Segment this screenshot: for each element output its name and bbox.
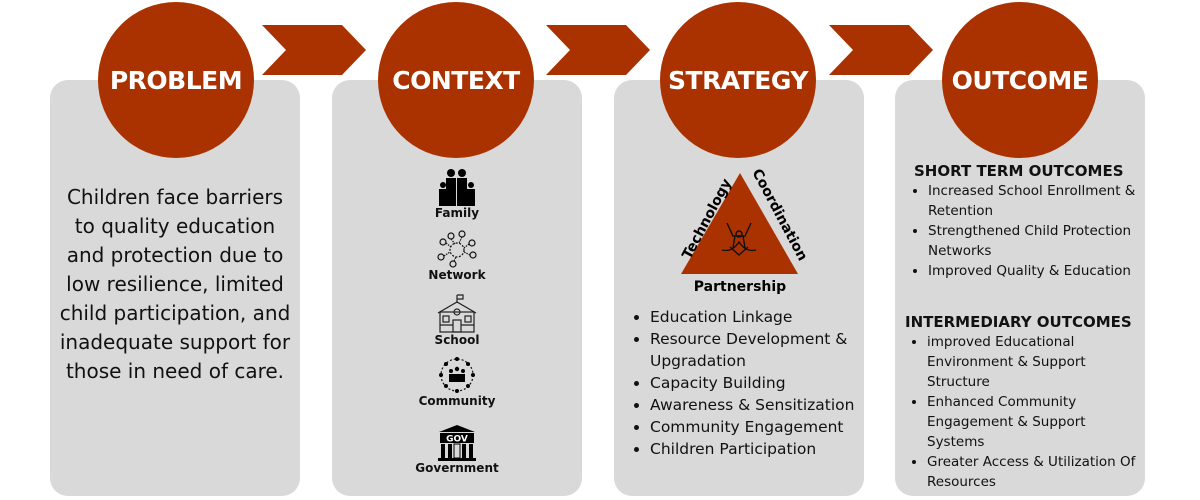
list-item: Strengthened Child Protection Networks	[928, 221, 1154, 261]
stage-outcome: OUTCOME	[942, 2, 1098, 158]
short-term-title: SHORT TERM OUTCOMES	[914, 162, 1124, 180]
list-item: Enhanced Community Engagement & Support …	[927, 392, 1145, 452]
chevron-arrow-icon	[262, 25, 366, 75]
list-item: Increased School Enrollment & Retention	[928, 181, 1154, 221]
list-item: Education Linkage	[650, 306, 880, 328]
chevron-arrow-icon	[829, 25, 933, 75]
list-item: Greater Access & Utilization Of Resource…	[927, 452, 1145, 492]
list-item: Awareness & Sensitization	[650, 394, 880, 416]
community-icon	[439, 357, 475, 393]
context-network: Network	[407, 230, 507, 282]
context-label: Network	[428, 268, 486, 282]
list-item: Community Engagement	[650, 416, 880, 438]
list-item: improved Educational Environment & Suppo…	[927, 332, 1145, 392]
list-item: Capacity Building	[650, 372, 880, 394]
list-item: Resource Development & Upgradation	[650, 328, 880, 372]
intermediary-outcomes: INTERMEDIARY OUTCOMES improved Education…	[905, 312, 1145, 492]
strategy-triangle: Technology Coordination Partnership	[679, 166, 810, 295]
growth-person-icon	[721, 222, 757, 256]
context-label: Community	[418, 394, 496, 408]
stage-strategy: STRATEGY	[660, 2, 816, 158]
short-term-outcomes: SHORT TERM OUTCOMES Increased School Enr…	[914, 161, 1154, 281]
strategy-list: Education Linkage Resource Development &…	[634, 306, 880, 460]
network-icon	[437, 230, 477, 268]
context-label: Family	[434, 206, 480, 220]
chevron-arrow-icon	[546, 25, 650, 75]
stage-problem: PROBLEM	[98, 2, 254, 158]
context-family: Family	[407, 168, 507, 220]
intermediary-title: INTERMEDIARY OUTCOMES	[905, 313, 1132, 331]
stage-context: CONTEXT	[378, 2, 534, 158]
family-icon	[439, 169, 475, 206]
triangle-label-partnership: Partnership	[694, 279, 786, 295]
list-item: Children Participation	[650, 438, 880, 460]
context-label: School	[434, 333, 480, 347]
list-item: Improved Quality & Education	[928, 261, 1154, 281]
context-government: GOV Government	[407, 425, 507, 475]
context-school: School	[407, 293, 507, 347]
problem-text: Children face barriers to quality educat…	[59, 185, 291, 383]
government-icon: GOV	[438, 425, 476, 461]
gov-sign-text: GOV	[446, 435, 468, 445]
context-label: Government	[415, 461, 499, 475]
context-community: Community	[407, 356, 507, 408]
school-icon	[437, 294, 477, 333]
